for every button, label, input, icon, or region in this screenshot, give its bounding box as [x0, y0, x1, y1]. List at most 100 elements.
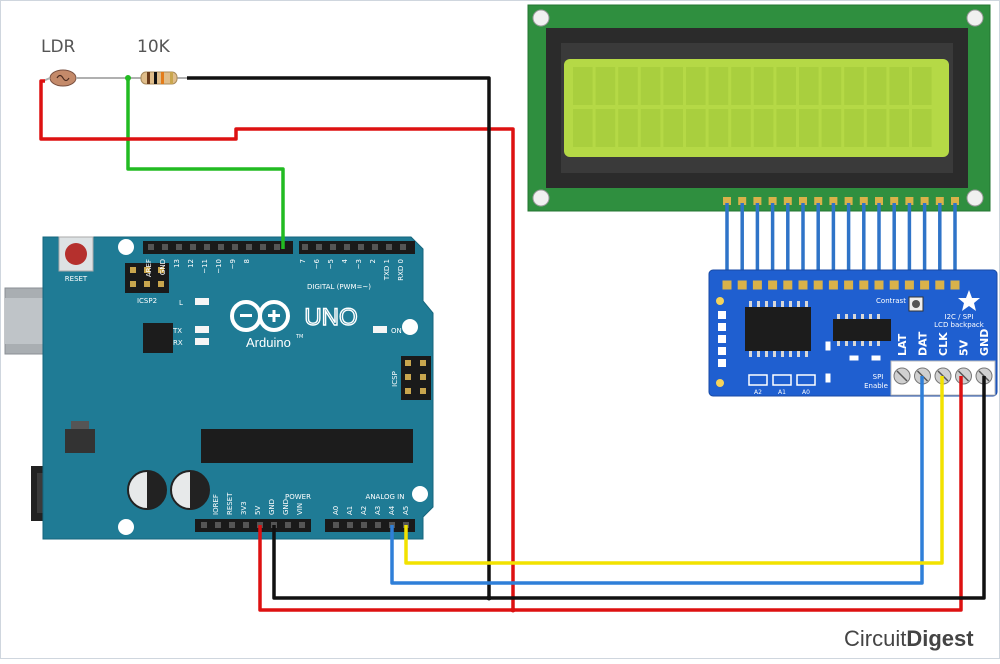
digital-pin-label: ~10 — [215, 259, 223, 274]
smd-components — [824, 340, 882, 384]
digital-pin-label: 8 — [243, 259, 251, 263]
voltage-regulator-tab — [71, 421, 89, 429]
lcd-cell — [731, 67, 751, 105]
backpack-pad — [919, 279, 931, 291]
power-pin-label: RESET — [226, 492, 234, 515]
digital-pin-label: 7 — [299, 259, 307, 263]
terminal-screw-slot — [957, 370, 970, 382]
lcd-mount-hole — [532, 189, 550, 207]
address-jumpers — [748, 374, 816, 386]
resistor-10k — [131, 71, 191, 85]
mount-hole — [118, 519, 134, 535]
lcd-cell — [573, 67, 593, 105]
backpack-pad — [827, 279, 839, 291]
wire-green-signal — [126, 78, 285, 249]
header-socket — [330, 244, 336, 250]
svg-text:CircuitDigest: CircuitDigest — [844, 626, 974, 651]
led-on — [373, 326, 387, 333]
power-pin-label: IOREF — [212, 494, 220, 515]
header-socket — [347, 522, 353, 528]
reset-button-cap[interactable] — [65, 243, 87, 265]
wire-junctions — [125, 75, 516, 613]
backpack-pad — [843, 279, 855, 291]
backpack-mount-hole — [716, 297, 724, 305]
lcd-mount-hole — [966, 9, 984, 27]
jumper-a2-label: A2 — [754, 389, 762, 396]
mount-hole — [402, 319, 418, 335]
backpack-pad — [812, 279, 824, 291]
lcd-pad — [875, 197, 883, 205]
contrast-label: Contrast — [876, 297, 906, 305]
led-l — [195, 298, 209, 305]
digital-header — [143, 241, 415, 254]
backpack-pad — [751, 279, 763, 291]
digital-pin-label: ~6 — [313, 258, 321, 269]
lcd-pad — [723, 197, 731, 205]
header-socket — [246, 244, 252, 250]
digital-pin-label: ~5 — [327, 259, 335, 269]
icsp2-header — [125, 263, 169, 293]
terminal-screw-slot — [896, 370, 908, 382]
header-socket — [162, 244, 168, 250]
lcd-cell — [618, 67, 638, 105]
header-socket — [260, 244, 266, 250]
lcd-cell — [866, 67, 887, 105]
digital-label: DIGITAL (PWM=~) — [307, 283, 371, 291]
header-socket — [201, 522, 207, 528]
header-socket — [229, 522, 235, 528]
led-rx-label: RX — [173, 339, 183, 347]
digital-pin-label: 13 — [173, 259, 181, 268]
terminal-label-dat: DAT — [917, 331, 930, 356]
mount-hole — [412, 486, 428, 502]
brand-circuit: Circuit — [844, 626, 906, 651]
header-socket — [386, 244, 392, 250]
header-socket — [243, 522, 249, 528]
backpack-title-2: LCD backpack — [934, 321, 985, 329]
header-socket — [372, 244, 378, 250]
lcd-backpack: A2 A1 A0 Contrast I2C / SPI LCD backpack… — [708, 269, 998, 397]
terminal-label-5v: 5V — [958, 339, 971, 356]
mount-hole — [118, 239, 134, 255]
icsp2-label: ICSP2 — [137, 297, 157, 305]
backpack-pad — [934, 279, 946, 291]
lcd-pad — [905, 197, 914, 205]
lcd-cell — [753, 67, 774, 105]
backpack-title-1: I2C / SPI — [945, 313, 974, 321]
lcd-pad — [753, 197, 762, 205]
backpack-pad — [888, 279, 900, 291]
led-rx — [195, 338, 209, 345]
digital-pin-label: ~3 — [355, 259, 363, 269]
led-on-label: ON — [391, 327, 402, 335]
analog-pin-label: A3 — [374, 506, 382, 515]
backpack-pad — [782, 279, 794, 291]
contrast-pot-knob[interactable] — [912, 300, 920, 308]
lcd-cell — [708, 109, 729, 147]
backpack-chip-right — [833, 319, 891, 341]
lcd-pad — [890, 197, 899, 205]
header-socket — [344, 244, 350, 250]
lcd-cell — [640, 67, 661, 105]
lcd-cell — [889, 109, 909, 147]
analog-pin-label: A1 — [346, 506, 354, 515]
ldr-track — [56, 74, 70, 82]
lcd-pad — [951, 197, 959, 205]
digital-pin-label: ~11 — [201, 259, 209, 274]
icsp-header — [401, 356, 431, 400]
lcd-display — [527, 4, 991, 212]
header-socket — [333, 522, 339, 528]
backpack-pad — [858, 279, 870, 291]
lcd-cell — [663, 67, 683, 105]
digital-pin-label: TXD 1 — [383, 259, 391, 281]
lcd-cell — [573, 109, 593, 147]
backpack-mount-hole — [716, 379, 724, 387]
lcd-pad — [768, 197, 777, 205]
lcd-cell — [686, 109, 706, 147]
lcd-cell — [640, 109, 661, 147]
lcd-cell — [889, 67, 909, 105]
lcd-cell — [844, 109, 864, 147]
lcd-cell — [912, 67, 932, 105]
power-pin-label: VIN — [296, 503, 304, 515]
usb-chip — [143, 323, 173, 353]
header-socket — [274, 244, 280, 250]
